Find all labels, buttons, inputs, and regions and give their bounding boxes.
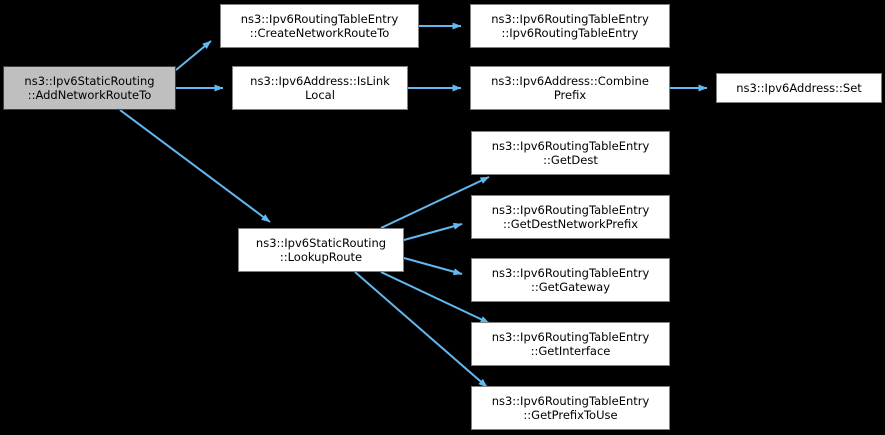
graph-edge-lookup-route-to-get-dest-network-prefix — [403, 222, 463, 241]
graph-node-get-dest[interactable]: ns3::Ipv6RoutingTableEntry ::GetDest — [471, 131, 670, 175]
graph-node-get-dest-network-prefix[interactable]: ns3::Ipv6RoutingTableEntry ::GetDestNetw… — [471, 195, 670, 239]
graph-node-label: ns3::Ipv6StaticRouting ::AddNetworkRoute… — [24, 73, 155, 103]
graph-node-label: ns3::Ipv6RoutingTableEntry ::GetGateway — [491, 265, 650, 295]
graph-node-lookup-route[interactable]: ns3::Ipv6StaticRouting ::LookupRoute — [238, 228, 404, 272]
graph-node-create-network-route-to[interactable]: ns3::Ipv6RoutingTableEntry ::CreateNetwo… — [220, 4, 419, 48]
graph-node-ipv6-routing-table-entry-ctor[interactable]: ns3::Ipv6RoutingTableEntry ::Ipv6Routing… — [470, 4, 670, 48]
graph-node-get-interface[interactable]: ns3::Ipv6RoutingTableEntry ::GetInterfac… — [471, 322, 670, 366]
graph-node-combine-prefix[interactable]: ns3::Ipv6Address::Combine Prefix — [470, 66, 670, 110]
graph-node-is-link-local[interactable]: ns3::Ipv6Address::IsLink Local — [232, 66, 408, 110]
graph-node-label: ns3::Ipv6Address::IsLink Local — [250, 73, 390, 103]
graph-node-label: ns3::Ipv6RoutingTableEntry ::Ipv6Routing… — [491, 11, 649, 41]
graph-node-add-network-route-to[interactable]: ns3::Ipv6StaticRouting ::AddNetworkRoute… — [3, 66, 176, 110]
graph-edge-add-network-route-to-to-lookup-route — [119, 109, 271, 223]
graph-node-label: ns3::Ipv6StaticRouting ::LookupRoute — [255, 235, 387, 265]
graph-edge-lookup-route-to-get-gateway — [403, 257, 463, 276]
graph-node-label: ns3::Ipv6RoutingTableEntry ::GetDest — [491, 138, 650, 168]
graph-node-label: ns3::Ipv6RoutingTableEntry ::GetPrefixTo… — [491, 393, 650, 423]
graph-edge-lookup-route-to-get-prefix-to-use — [354, 271, 488, 388]
graph-node-get-prefix-to-use[interactable]: ns3::Ipv6RoutingTableEntry ::GetPrefixTo… — [471, 386, 670, 430]
graph-edge-add-network-route-to-to-create-network-route-to — [175, 40, 212, 71]
graph-node-ipv6-address-set[interactable]: ns3::Ipv6Address::Set — [716, 73, 882, 103]
graph-node-label: ns3::Ipv6RoutingTableEntry ::CreateNetwo… — [240, 11, 399, 41]
graph-node-get-gateway[interactable]: ns3::Ipv6RoutingTableEntry ::GetGateway — [471, 258, 670, 302]
graph-node-label: ns3::Ipv6RoutingTableEntry ::GetInterfac… — [491, 329, 650, 359]
graph-node-label: ns3::Ipv6RoutingTableEntry ::GetDestNetw… — [491, 202, 650, 232]
graph-node-label: ns3::Ipv6Address::Set — [736, 80, 862, 95]
graph-node-label: ns3::Ipv6Address::Combine Prefix — [491, 73, 649, 103]
